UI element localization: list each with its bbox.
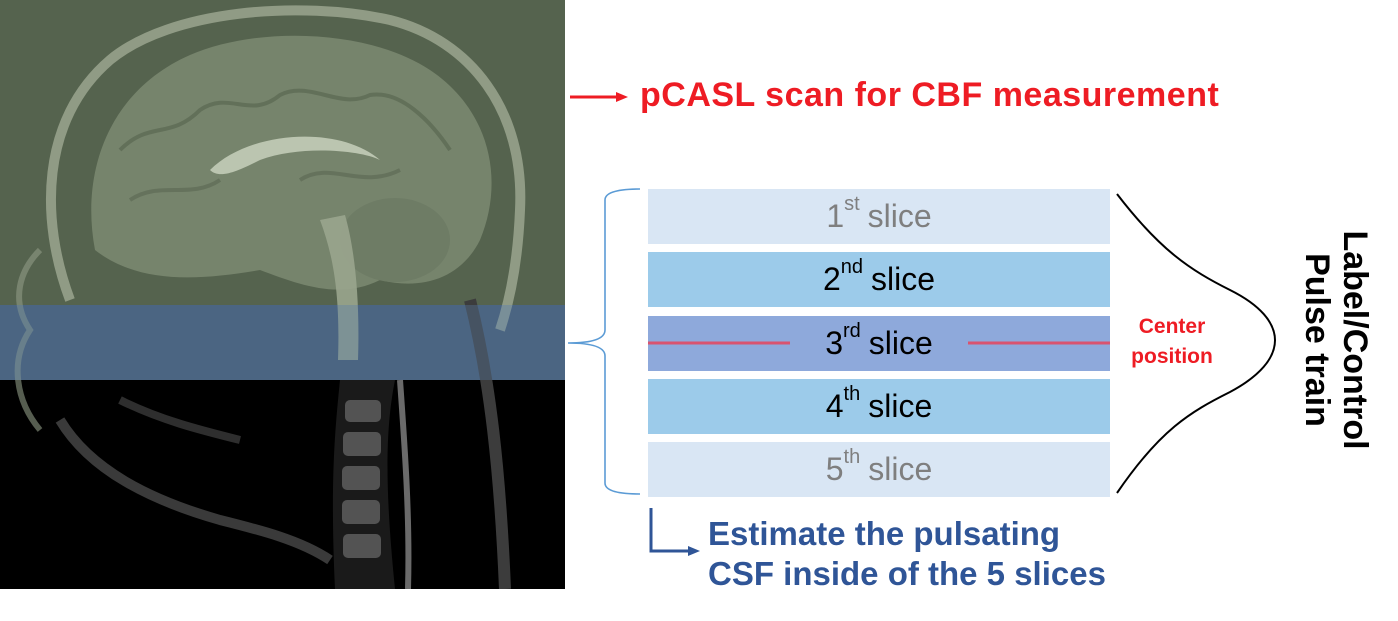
- skull-outline: [45, 5, 526, 332]
- slice-ordinal: 5: [825, 451, 844, 487]
- slice-ordinal-suffix: nd: [840, 256, 864, 278]
- slice-word: slice: [868, 451, 933, 487]
- slice-ordinal-suffix: th: [843, 383, 861, 405]
- pulse-label-line1: Label/Control: [1336, 230, 1374, 450]
- estimate-line1: Estimate the pulsating: [708, 515, 1061, 552]
- estimate-line2: CSF inside of the 5 slices: [708, 555, 1106, 592]
- down-right-arrow-icon: [649, 508, 700, 556]
- center-label-line2: position: [1131, 345, 1213, 368]
- slice-ordinal: 2: [822, 261, 841, 297]
- slice-word: slice: [868, 325, 933, 361]
- pcasl-scan-label: pCASL scan for CBF measurement: [640, 76, 1220, 114]
- brainstem-shape: [320, 215, 359, 360]
- pulse-label-line2: Pulse train: [1298, 253, 1336, 427]
- pulse-bell-curve: [1116, 193, 1276, 494]
- center-label-line1: Center: [1138, 315, 1206, 338]
- center-position-label: Center position: [1118, 312, 1226, 372]
- estimate-csf-label: Estimate the pulsating CSF inside of the…: [708, 514, 1106, 594]
- sagittal-mri-image: [0, 0, 565, 589]
- slice-ordinal-suffix: rd: [842, 320, 861, 342]
- slice-ordinal: 1: [826, 198, 845, 234]
- slice-word: slice: [871, 261, 936, 297]
- slice-ordinal-suffix: st: [844, 193, 860, 215]
- cerebellum-shape: [340, 198, 450, 282]
- right-arrow-icon: [570, 92, 628, 102]
- slice-word: slice: [868, 388, 933, 424]
- slice-ordinal: 3: [825, 325, 843, 361]
- slice-ordinal-suffix: th: [843, 446, 861, 468]
- slice-brace: [567, 188, 641, 495]
- slice-word: slice: [867, 198, 932, 234]
- pulse-train-label: Label/Control Pulse train: [1298, 230, 1374, 449]
- mri-lower-region: [0, 380, 565, 589]
- slice-ordinal: 4: [825, 388, 844, 424]
